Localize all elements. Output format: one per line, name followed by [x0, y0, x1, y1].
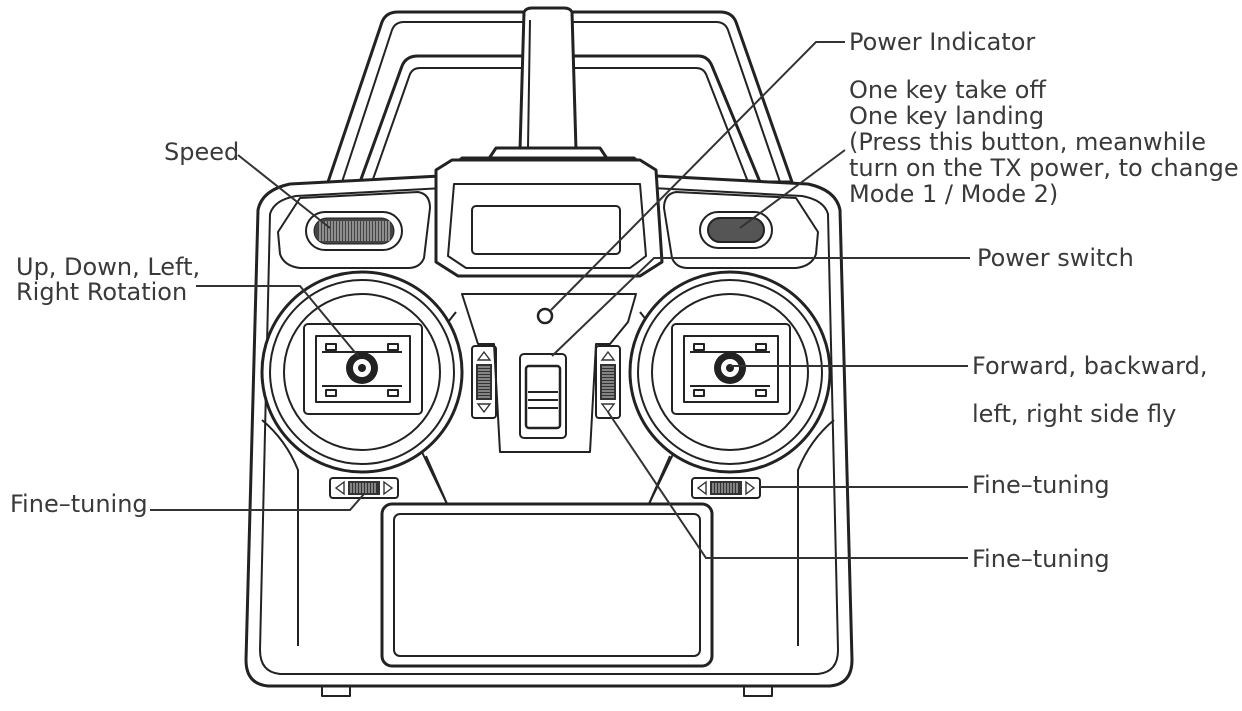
- left-control-stick[interactable]: [260, 270, 464, 474]
- power-indicator-led: [536, 307, 554, 325]
- label-one-key-line-5: Mode 1 / Mode 2): [849, 180, 1058, 208]
- label-one-key-line-2: One key landing: [849, 102, 1044, 130]
- left-vertical-trim[interactable]: [471, 345, 497, 419]
- label-power-switch: Power switch: [977, 244, 1134, 272]
- label-one-key-line-1: One key take off: [849, 76, 1046, 104]
- bottom-panel: [380, 502, 714, 668]
- label-speed: Speed: [164, 138, 239, 166]
- one-key-button[interactable]: [699, 211, 773, 249]
- label-one-key-line-4: turn on the TX power, to change: [849, 154, 1239, 182]
- leader-fine-tuning-right-v: [607, 411, 968, 559]
- power-switch[interactable]: [519, 353, 567, 439]
- speed-switch[interactable]: [305, 211, 403, 251]
- leader-power-switch: [551, 257, 970, 357]
- leader-speed: [237, 154, 331, 229]
- leader-fine-tuning-left: [150, 493, 365, 511]
- right-control-stick[interactable]: [628, 270, 832, 474]
- label-left-stick-line-2: Right Rotation: [16, 278, 187, 306]
- label-right-stick-line-2: left, right side fly: [972, 400, 1176, 428]
- annotation-labels: Power Indicator One key take off One key…: [10, 28, 1239, 573]
- label-right-stick-line-1: Forward, backward,: [972, 352, 1207, 380]
- label-fine-tuning-right-h: Fine–tuning: [972, 471, 1110, 499]
- label-fine-tuning-left: Fine–tuning: [10, 490, 148, 518]
- label-one-key-line-3: (Press this button, meanwhile: [849, 128, 1206, 156]
- leader-lines: [150, 41, 970, 559]
- leader-power-indicator: [550, 41, 845, 311]
- left-horizontal-trim[interactable]: [329, 477, 399, 499]
- right-vertical-trim[interactable]: [595, 345, 621, 419]
- label-left-stick-line-1: Up, Down, Left,: [16, 253, 200, 281]
- label-power-indicator: Power Indicator: [849, 28, 1035, 56]
- top-display: [434, 158, 664, 278]
- label-fine-tuning-right-v: Fine–tuning: [972, 545, 1110, 573]
- leader-one-key: [739, 149, 846, 229]
- leader-left-stick: [196, 285, 359, 357]
